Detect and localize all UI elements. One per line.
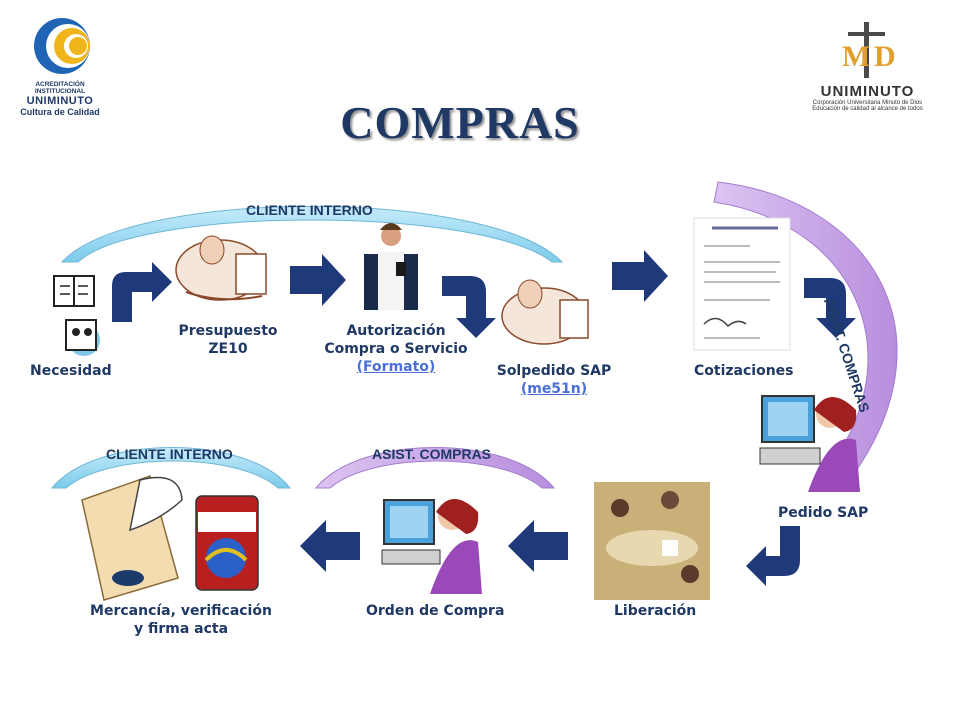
logo-uniminuto: M D UNIMINUTO Corporación Universitaria … [800, 22, 935, 112]
step-mercancia-line1: Mercancía, verificación [90, 603, 272, 619]
logo-left-line1: ACREDITACIÓN INSTITUCIONAL [34, 81, 86, 95]
step-presupuesto-line2: ZE10 [208, 341, 248, 357]
arrow-right-1 [290, 254, 346, 306]
acreditacion-emblem-icon [34, 18, 90, 74]
logo-left-line3: Cultura de Calidad [20, 107, 100, 117]
pedido-icon [759, 395, 860, 492]
logo-right-line2: Educación de calidad al alcance de todos [812, 106, 923, 112]
logo-left-line2: UNIMINUTO [26, 95, 94, 107]
cotizaciones-icon [693, 217, 791, 351]
logo-right-line1: Corporación Universitaria Minuto de Dios [812, 100, 923, 106]
arrow-right-2 [612, 250, 668, 302]
step-necesidad: Necesidad [30, 363, 112, 379]
necesidad-icon [53, 275, 100, 356]
liberacion-icon [594, 482, 710, 600]
mercancia-icon [81, 475, 259, 601]
arrow-left-1 [508, 520, 568, 572]
logo-acreditacion: ACREDITACIÓN INSTITUCIONAL UNIMINUTO Cul… [10, 14, 110, 117]
step-mercancia: Mercancía, verificación y firma acta [82, 602, 280, 638]
step-mercancia-line2: y firma acta [133, 621, 229, 637]
me51n-link[interactable]: (me51n) [520, 381, 588, 397]
step-autorizacion: Autorización Compra o Servicio (Formato) [316, 322, 476, 376]
formato-link[interactable]: (Formato) [356, 359, 436, 375]
svg-text:M: M [842, 40, 870, 73]
arrow-curve-1 [112, 262, 172, 322]
arrow-curve-4 [746, 526, 800, 586]
step-autorizacion-line1: Autorización [346, 323, 446, 339]
step-autorizacion-line2: Compra o Servicio [324, 341, 468, 357]
uniminuto-cross-icon: M D [842, 22, 896, 78]
arc-bottom-asist [314, 447, 556, 489]
solpedido-icon [501, 279, 589, 345]
arc-bottom-cliente [50, 447, 292, 489]
step-presupuesto-line1: Presupuesto [178, 323, 278, 339]
arrow-left-2 [300, 520, 360, 572]
step-orden: Orden de Compra [366, 603, 505, 619]
step-presupuesto: Presupuesto ZE10 [170, 322, 286, 358]
arc-label-top-cliente: CLIENTE INTERNO [246, 202, 373, 218]
autorizacion-icon [364, 223, 418, 310]
step-cotizaciones: Cotizaciones [694, 363, 794, 379]
step-solpedido: Solpedido SAP (me51n) [490, 362, 618, 398]
presupuesto-icon [175, 235, 267, 301]
page-title: COMPRAS [340, 97, 580, 148]
step-solpedido-line1: Solpedido SAP [496, 363, 612, 379]
step-pedido: Pedido SAP [778, 505, 869, 521]
arc-top-cliente [60, 206, 564, 263]
logo-right-brand: UNIMINUTO [820, 83, 915, 100]
arc-label-bottom-asist: ASIST. COMPRAS [372, 446, 492, 462]
arc-label-bottom-cliente: CLIENTE INTERNO [106, 446, 233, 462]
svg-text:D: D [874, 40, 896, 73]
arrow-curve-3 [804, 278, 856, 338]
step-liberacion: Liberación [614, 603, 697, 619]
orden-icon [381, 499, 482, 594]
arrow-curve-2 [442, 276, 496, 338]
